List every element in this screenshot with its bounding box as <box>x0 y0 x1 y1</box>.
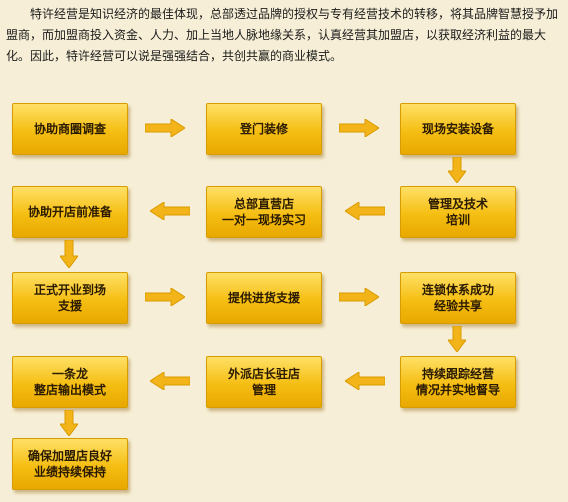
arrow-down-icon <box>448 326 466 352</box>
step-label: 正式开业到场 支援 <box>33 283 106 313</box>
step-label: 协助开店前准备 <box>27 205 112 219</box>
arrow-right-icon <box>145 288 185 306</box>
step-store-manager-dispatch: 外派店长驻店 管理 <box>206 356 322 408</box>
step-label: 登门装修 <box>239 122 288 136</box>
step-label: 一条龙 整店输出模式 <box>33 367 106 397</box>
arrow-right-icon <box>145 119 185 137</box>
arrow-right-icon <box>339 288 379 306</box>
step-supply-support: 提供进货支援 <box>206 272 322 324</box>
arrow-down-icon <box>60 410 78 436</box>
step-label: 管理及技术 培训 <box>427 197 488 227</box>
step-equipment-installation: 现场安装设备 <box>400 103 516 155</box>
step-label: 外派店长驻店 管理 <box>227 367 300 397</box>
arrow-left-icon <box>150 202 190 220</box>
step-label: 总部直营店 一对一现场实习 <box>221 197 306 227</box>
arrow-down-icon <box>60 240 78 268</box>
step-label: 现场安装设备 <box>421 122 494 136</box>
step-management-training: 管理及技术 培训 <box>400 186 516 238</box>
step-label: 确保加盟店良好 业绩持续保持 <box>27 449 112 479</box>
step-ongoing-supervision: 持续跟踪经营 情况并实地督导 <box>400 356 516 408</box>
step-label: 协助商圈调查 <box>33 122 106 136</box>
arrow-down-icon <box>448 157 466 183</box>
step-turnkey-model: 一条龙 整店输出模式 <box>12 356 128 408</box>
step-label: 连锁体系成功 经验共享 <box>421 283 494 313</box>
step-label: 持续跟踪经营 情况并实地督导 <box>415 367 500 397</box>
step-pre-opening-prep: 协助开店前准备 <box>12 186 128 238</box>
intro-paragraph: 特许经营是知识经济的最佳体现，总部透过品牌的授权与专有经营技术的转移，将其品牌智… <box>6 7 559 63</box>
step-flagship-internship: 总部直营店 一对一现场实习 <box>206 186 322 238</box>
arrow-right-icon <box>339 119 379 137</box>
arrow-left-icon <box>150 372 190 390</box>
arrow-left-icon <box>345 202 385 220</box>
step-onsite-renovation: 登门装修 <box>206 103 322 155</box>
step-opening-support: 正式开业到场 支援 <box>12 272 128 324</box>
arrow-left-icon <box>345 372 385 390</box>
step-label: 提供进货支援 <box>227 291 300 305</box>
step-performance-assurance: 确保加盟店良好 业绩持续保持 <box>12 438 128 490</box>
step-store-area-survey: 协助商圈调查 <box>12 103 128 155</box>
step-experience-sharing: 连锁体系成功 经验共享 <box>400 272 516 324</box>
